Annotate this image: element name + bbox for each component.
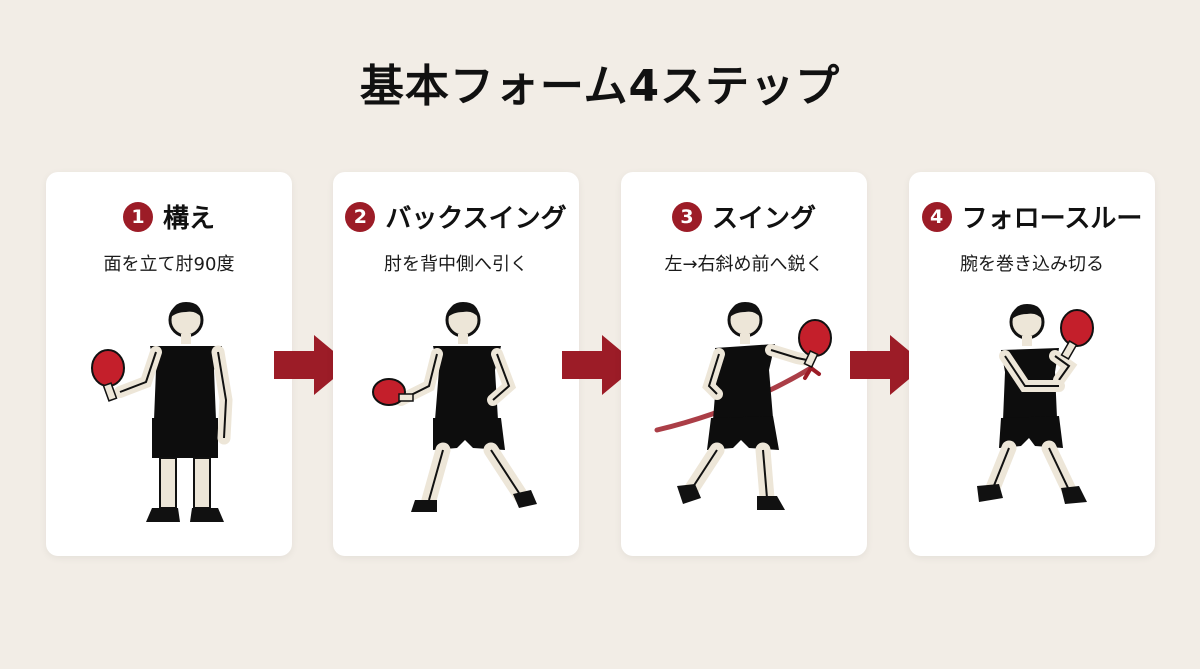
step-number-badge: 3 [671, 201, 702, 232]
step-description: 面を立て肘90度 [103, 254, 235, 275]
step-card-1: 1 構え 面を立て肘90度 [46, 172, 292, 556]
right-arrow-icon [274, 335, 350, 395]
step-number-badge: 1 [122, 201, 153, 232]
step-card-3: 3 スイング 左→右斜め前へ鋭く [621, 172, 867, 556]
follow-through-figure-icon [977, 304, 1094, 504]
step-title: フォロースルー [961, 204, 1143, 234]
step-header: 4 フォロースルー [909, 198, 1155, 235]
step-title: スイング [711, 204, 816, 234]
step-header: 1 構え [46, 198, 292, 235]
right-arrow-icon [850, 335, 926, 395]
step-number-badge: 2 [345, 201, 376, 232]
swing-figure-icon [654, 302, 832, 510]
step-header: 2 バックスイング [333, 198, 579, 235]
right-arrow-icon [562, 335, 638, 395]
ready-stance-figure-icon [91, 302, 233, 522]
page-title: 基本フォーム4ステップ [359, 61, 841, 112]
step-card-4: 4 フォロースルー 腕を巻き込み切る [909, 172, 1155, 556]
step-description: 肘を背中側へ引く [384, 254, 528, 275]
step-number-badge: 4 [921, 201, 952, 232]
step-description: 左→右斜め前へ鋭く [664, 254, 824, 275]
step-description: 腕を巻き込み切る [960, 254, 1104, 275]
step-title: 構え [162, 204, 215, 234]
step-card-2: 2 バックスイング 肘を背中側へ引く [333, 172, 579, 556]
step-title: バックスイング [385, 204, 567, 234]
backswing-figure-icon [372, 302, 537, 512]
step-header: 3 スイング [621, 198, 867, 235]
